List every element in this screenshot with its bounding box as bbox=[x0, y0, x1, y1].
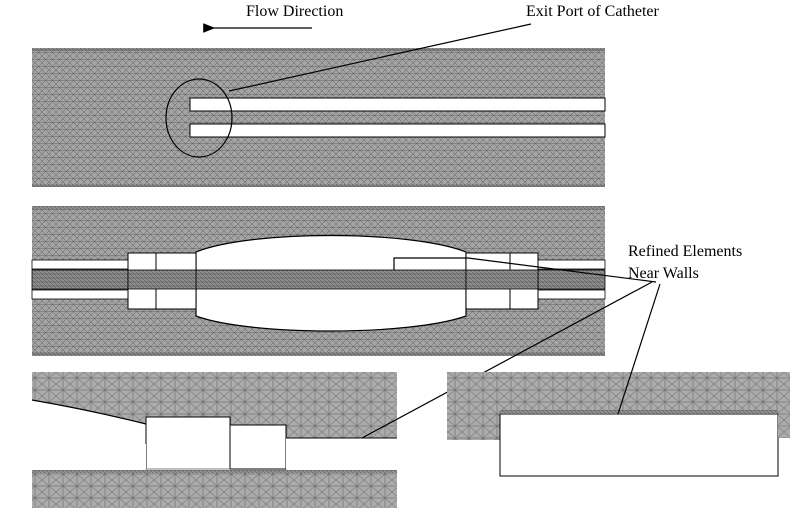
panel-catheter-exit bbox=[32, 23, 606, 187]
refined-leader-stub bbox=[393, 257, 468, 270]
zoom-step-large bbox=[145, 416, 231, 470]
zoom-left-mesh-bottom bbox=[32, 470, 397, 508]
exit-port-label: Exit Port of Catheter bbox=[526, 3, 660, 20]
catheter-lumen-upper bbox=[189, 97, 606, 112]
exit-port-leader bbox=[228, 23, 532, 92]
panel-zoom-left bbox=[31, 281, 653, 508]
refined-leader-right bbox=[617, 283, 661, 415]
refined-label-line2: Near Walls bbox=[628, 265, 699, 282]
exit-port-highlight bbox=[165, 78, 233, 158]
panel-zoom-right bbox=[447, 257, 790, 477]
refined-label-line1: Refined Elements bbox=[628, 243, 742, 260]
refined-leader-left bbox=[361, 281, 653, 439]
vessel-mesh-top bbox=[32, 48, 605, 187]
flow-direction-label: Flow Direction bbox=[246, 3, 343, 20]
panel-balloon-assembly bbox=[31, 206, 606, 356]
catheter-lumen-lower bbox=[189, 123, 606, 138]
zoom-right-block bbox=[499, 413, 779, 477]
refined-leader-middle bbox=[467, 257, 657, 283]
zoom-step-small bbox=[229, 424, 287, 470]
